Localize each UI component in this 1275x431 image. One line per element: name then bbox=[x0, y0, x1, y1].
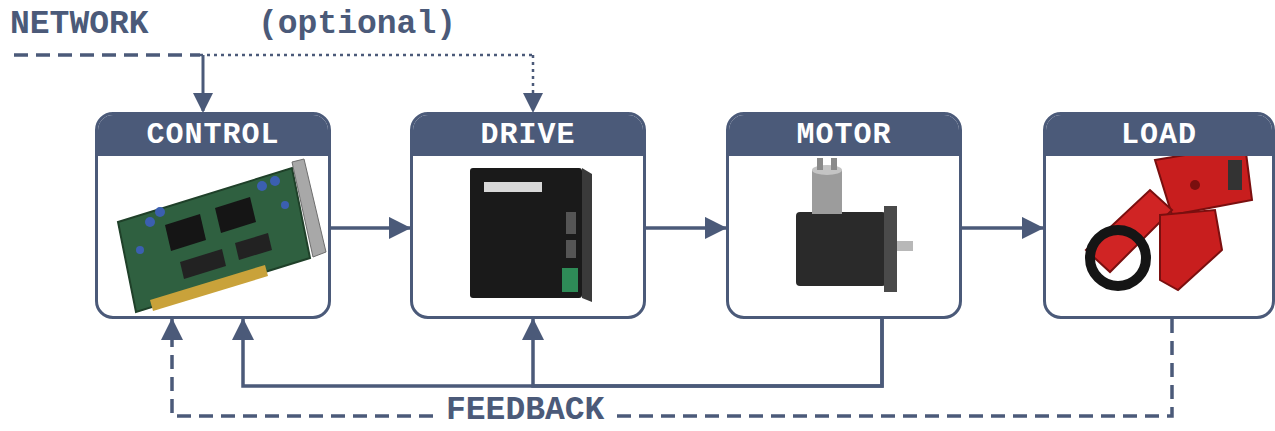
component bbox=[257, 181, 267, 191]
drive-picture bbox=[470, 168, 592, 302]
drive-logo bbox=[484, 182, 542, 192]
drive-body bbox=[470, 168, 582, 298]
edge-connector bbox=[150, 265, 268, 311]
drive-port bbox=[566, 240, 576, 258]
motor-pin bbox=[831, 158, 837, 170]
drive-terminal bbox=[562, 268, 578, 292]
drive-side bbox=[582, 168, 592, 302]
component bbox=[136, 246, 144, 254]
drive-port bbox=[566, 212, 576, 234]
chip bbox=[180, 249, 226, 279]
box-heading: DRIVE bbox=[413, 115, 643, 156]
component bbox=[270, 176, 280, 186]
pcb bbox=[118, 168, 310, 312]
gripper-bolt bbox=[1190, 180, 1200, 190]
gripper-wheel bbox=[1090, 230, 1146, 286]
motor-flange bbox=[884, 206, 897, 292]
bracket bbox=[292, 159, 326, 257]
component bbox=[281, 201, 289, 209]
control-box: CONTROL bbox=[95, 112, 331, 319]
box-heading: MOTOR bbox=[729, 115, 959, 156]
drive-box: DRIVE bbox=[410, 112, 646, 319]
network-wire bbox=[14, 55, 535, 111]
chip bbox=[235, 233, 272, 260]
control-board-picture bbox=[118, 159, 326, 312]
component bbox=[145, 217, 155, 227]
component bbox=[155, 207, 165, 217]
motor-connector bbox=[812, 170, 842, 214]
signal-arrow bbox=[646, 226, 726, 230]
network-note: (optional) bbox=[258, 8, 456, 42]
motor-box: MOTOR bbox=[726, 112, 962, 319]
signal-arrow bbox=[962, 226, 1043, 230]
motor-shaft bbox=[897, 241, 913, 251]
gripper-picture bbox=[1086, 145, 1252, 290]
gripper-servo bbox=[1228, 160, 1242, 190]
feedback-label: FEEDBACK bbox=[440, 394, 610, 428]
box-heading: CONTROL bbox=[98, 115, 328, 156]
network-branch bbox=[532, 55, 535, 111]
feedback-arrow bbox=[533, 319, 882, 386]
network-label: NETWORK bbox=[10, 8, 149, 42]
chip bbox=[165, 214, 206, 251]
motor-connector-top bbox=[812, 165, 842, 175]
box-heading: LOAD bbox=[1046, 115, 1272, 156]
gripper-finger bbox=[1160, 210, 1222, 290]
network-branch bbox=[202, 55, 205, 111]
motor-body bbox=[796, 212, 886, 286]
feedback-dashed-arrow bbox=[172, 319, 1172, 416]
signal-arrow bbox=[331, 226, 410, 230]
network-line bbox=[14, 53, 200, 57]
load-box: LOAD bbox=[1043, 112, 1275, 319]
motor-picture bbox=[796, 158, 913, 292]
network-line bbox=[200, 54, 535, 57]
feedback-arrow bbox=[243, 319, 882, 386]
motor-pin bbox=[817, 158, 823, 170]
chip bbox=[215, 197, 256, 233]
